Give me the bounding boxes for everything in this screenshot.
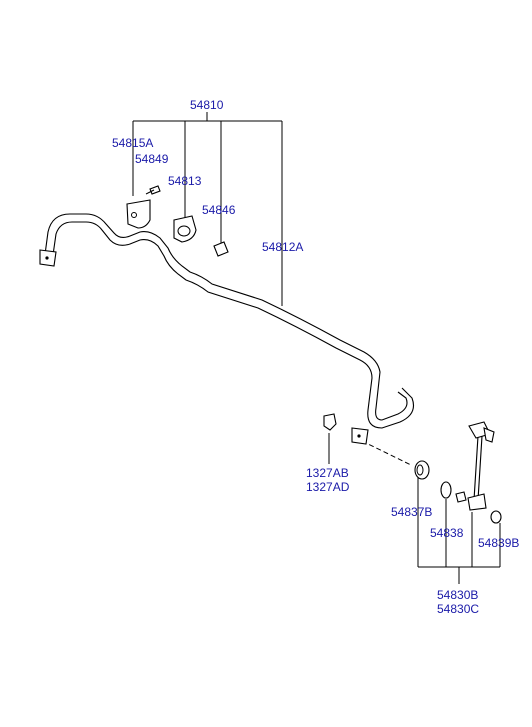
label-54812a: 54812A: [262, 240, 303, 254]
label-54837b: 54837B: [391, 505, 432, 519]
bushing-part: [173, 215, 197, 243]
leader-lines: [132, 112, 501, 584]
label-54830c: 54830C: [437, 602, 479, 616]
label-54846: 54846: [202, 203, 236, 217]
label-1327ab: 1327AB: [306, 466, 349, 480]
label-54810: 54810: [190, 98, 224, 112]
part-labels: 54810 54815A 54849 54813 54846 54812A 13…: [112, 98, 519, 616]
link-rod-part: [467, 421, 495, 511]
label-54849: 54849: [135, 152, 169, 166]
clip-part: [213, 241, 229, 257]
link-bushing-part: [414, 460, 430, 480]
label-1327ad: 1327AD: [306, 480, 350, 494]
stabilizer-bar: [39, 213, 415, 445]
label-54838: 54838: [430, 526, 464, 540]
label-54813: 54813: [168, 174, 202, 188]
bolt-part: [145, 185, 161, 195]
label-54815a: 54815A: [112, 136, 153, 150]
link-nut-part: [455, 491, 467, 503]
nut-part: [323, 413, 337, 431]
link-ring-part: [490, 510, 502, 524]
label-54839b: 54839B: [478, 536, 519, 550]
link-washer-part: [440, 481, 452, 499]
label-54830b: 54830B: [437, 588, 478, 602]
bracket-part: [126, 199, 151, 229]
